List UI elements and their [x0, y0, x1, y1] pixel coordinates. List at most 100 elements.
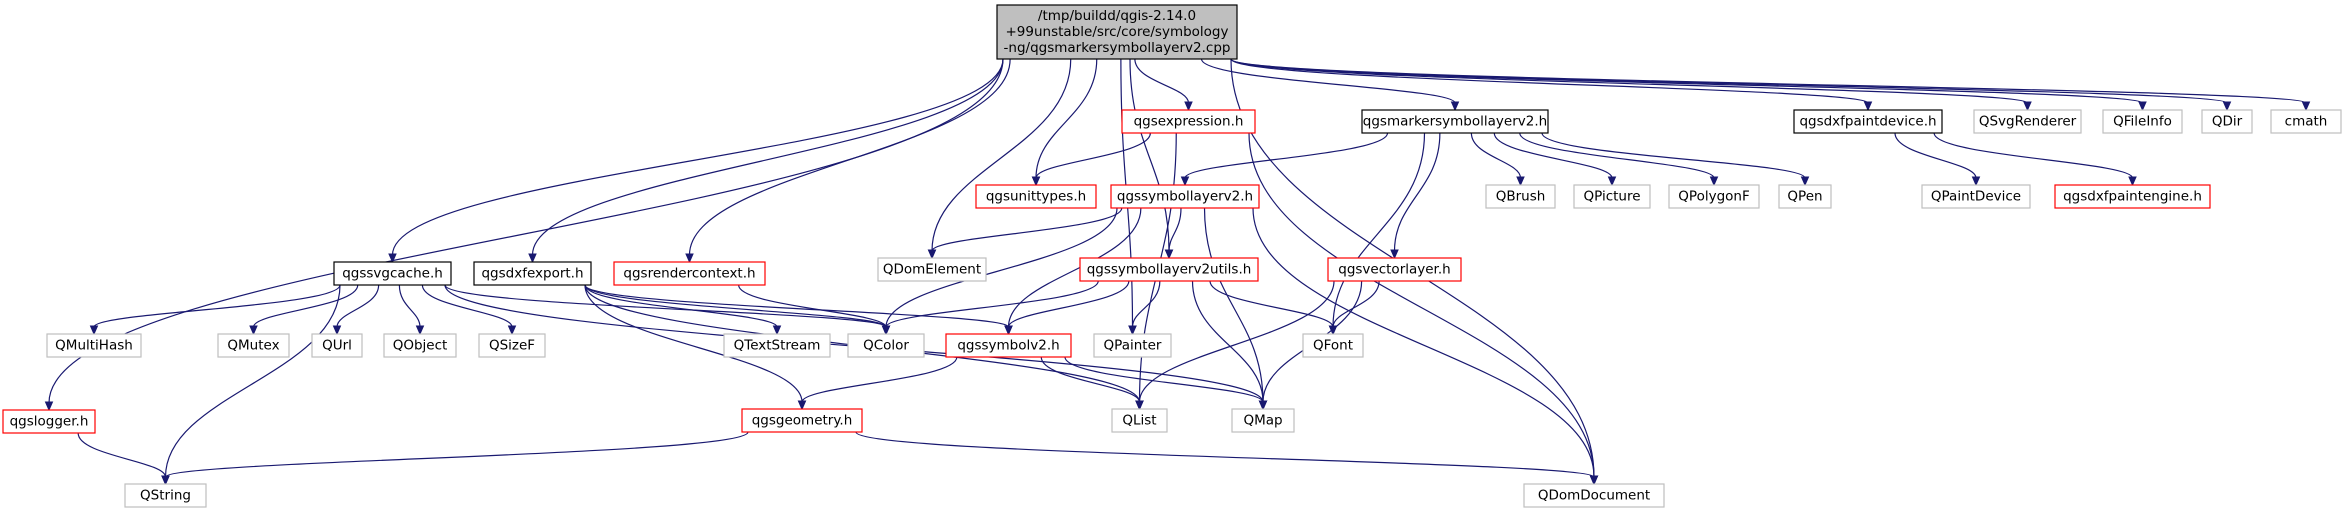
node-box [1973, 109, 2082, 134]
node-qgsrendercontext[interactable]: qgsrendercontext.h [613, 261, 766, 286]
node-box [1079, 257, 1259, 282]
node-box [1668, 184, 1760, 209]
edge-qgsexpression-to-qgsunittypes [1031, 132, 1151, 187]
node-label: qgsdxfexport.h [481, 266, 583, 282]
node-box [613, 261, 766, 286]
node-QSizeF[interactable]: QSizeF [478, 333, 546, 358]
node-qgsdxfexport[interactable]: qgsdxfexport.h [473, 261, 592, 286]
edge-qgsgeometry-to-QDomDocument [855, 431, 1599, 486]
edge-root-to-QSvgRenderer [1230, 58, 2032, 112]
node-box [945, 333, 1072, 358]
node-label: qgsdxfpaintengine.h [2063, 189, 2202, 205]
node-box [473, 261, 592, 286]
edge-qgssvgcache-to-QUrl [332, 284, 380, 336]
node-QPolygonF[interactable]: QPolygonF [1668, 184, 1760, 209]
node-qgslogger[interactable]: qgslogger.h [2, 409, 96, 434]
node-qgsdxfpaintdevice[interactable]: qgsdxfpaintdevice.h [1793, 109, 1943, 134]
node-qgsgeometry[interactable]: qgsgeometry.h [741, 408, 863, 433]
node-qgssymbolv2[interactable]: qgssymbolv2.h [945, 333, 1072, 358]
node-label: QPicture [1583, 189, 1640, 205]
node-label: +99unstable/src/core/symbology [1006, 24, 1229, 40]
node-label: QPolygonF [1678, 189, 1749, 205]
edge-root-to-cmath [1230, 58, 2311, 112]
node-QPainter[interactable]: QPainter [1093, 333, 1172, 358]
node-QPen[interactable]: QPen [1778, 184, 1832, 209]
node-QFileInfo[interactable]: QFileInfo [2102, 109, 2183, 134]
node-qgsmarkersymbollayerv2h[interactable]: qgsmarkersymbollayerv2.h [1361, 109, 1549, 134]
edge-root-to-QDomElement [927, 58, 1072, 260]
node-box [1573, 184, 1651, 209]
node-box [847, 333, 925, 358]
edge-qgsrendercontext-to-QColor [738, 284, 891, 336]
node-root[interactable]: /tmp/buildd/qgis-2.14.0+99unstable/src/c… [996, 4, 1238, 60]
node-label: QPainter [1104, 338, 1162, 354]
node-label: qgssymbollayerv2utils.h [1087, 262, 1252, 278]
edge-qgsmarkersymbollayerv2h-to-QFont [1328, 132, 1426, 336]
edge-qgsdxfexport-to-QTextStream [584, 284, 782, 336]
edge-qgsmarkersymbollayerv2h-to-QPen [1541, 132, 1810, 187]
node-QBrush[interactable]: QBrush [1485, 184, 1556, 209]
node-label: cmath [2285, 114, 2328, 130]
node-QDomElement[interactable]: QDomElement [877, 257, 987, 282]
edge-root-to-qgsdxfexport [528, 58, 1004, 264]
node-box [2201, 109, 2253, 134]
node-QDir[interactable]: QDir [2201, 109, 2253, 134]
edge-qgssymbollayerv2-to-QDomElement [927, 207, 1123, 260]
node-label: QSizeF [489, 338, 535, 354]
edge-root-to-qgsdxfpaintdevice [1230, 58, 1873, 112]
node-label: QString [140, 488, 191, 504]
edge-qgslogger-to-QString [77, 432, 170, 486]
node-QString[interactable]: QString [124, 483, 207, 508]
node-QDomDocument[interactable]: QDomDocument [1523, 483, 1665, 508]
node-box [1485, 184, 1556, 209]
node-QObject[interactable]: QObject [383, 333, 457, 358]
node-QUrl[interactable]: QUrl [311, 333, 363, 358]
node-qgsunittypes[interactable]: qgsunittypes.h [975, 184, 1097, 209]
node-qgssvgcache[interactable]: qgssvgcache.h [333, 261, 452, 286]
node-label: QMultiHash [55, 338, 133, 354]
node-qgssymbollayerv2utils[interactable]: qgssymbollayerv2utils.h [1079, 257, 1259, 282]
node-box [333, 261, 452, 286]
node-label: qgsrendercontext.h [623, 266, 755, 282]
edge-qgssymbolv2-to-QList [1040, 356, 1144, 411]
node-QList[interactable]: QList [1111, 408, 1168, 433]
node-QMutex[interactable]: QMutex [217, 333, 290, 358]
node-qgsvectorlayer[interactable]: qgsvectorlayer.h [1327, 257, 1462, 282]
node-label: qgsunittypes.h [986, 189, 1086, 205]
node-cmath[interactable]: cmath [2270, 109, 2342, 134]
node-qgsdxfpaintengine[interactable]: qgsdxfpaintengine.h [2054, 184, 2211, 209]
edge-root-to-qgsexpression [1134, 58, 1193, 112]
node-QColor[interactable]: QColor [847, 333, 925, 358]
edge-qgsdxfpaintdevice-to-QPaintDevice [1894, 132, 1981, 187]
node-label: qgssymbolv2.h [957, 338, 1059, 354]
edge-qgsmarkersymbollayerv2h-to-QPolygonF [1519, 132, 1719, 187]
edge-qgsdxfpaintdevice-to-qgsdxfpaintengine [1933, 132, 2137, 187]
node-QTextStream[interactable]: QTextStream [723, 333, 831, 358]
node-QPaintDevice[interactable]: QPaintDevice [1921, 184, 2031, 209]
edges-layer [44, 58, 2311, 486]
node-QSvgRenderer[interactable]: QSvgRenderer [1973, 109, 2082, 134]
node-label: QSvgRenderer [1979, 114, 2077, 130]
edge-qgssvgcache-to-QMutex [249, 284, 359, 336]
node-qgsexpression[interactable]: qgsexpression.h [1121, 109, 1256, 134]
node-box [1093, 333, 1172, 358]
node-label: QUrl [322, 338, 352, 354]
edge-root-to-qgsmarkersymbollayerv2h [1200, 58, 1460, 112]
node-qgssymbollayerv2[interactable]: qgssymbollayerv2.h [1110, 184, 1260, 209]
node-QFont[interactable]: QFont [1302, 333, 1364, 358]
node-label: /tmp/buildd/qgis-2.14.0 [1038, 8, 1196, 24]
edge-qgssymbollayerv2utils-to-qgssymbolv2 [1004, 280, 1130, 336]
node-box [311, 333, 363, 358]
node-QMap[interactable]: QMap [1231, 408, 1295, 433]
node-label: QBrush [1496, 189, 1546, 205]
node-QMultiHash[interactable]: QMultiHash [46, 333, 142, 358]
node-label: -ng/qgsmarkersymbollayerv2.cpp [1004, 40, 1231, 56]
node-box [124, 483, 207, 508]
edge-qgssymbolv2-to-QMap [1064, 356, 1268, 411]
node-box [1361, 109, 1549, 134]
edge-qgssymbollayerv2utils-to-QPainter [1128, 280, 1161, 336]
node-box [996, 4, 1238, 60]
edge-qgssvgcache-to-QObject [398, 284, 425, 336]
node-QPicture[interactable]: QPicture [1573, 184, 1651, 209]
node-box [1110, 184, 1260, 209]
